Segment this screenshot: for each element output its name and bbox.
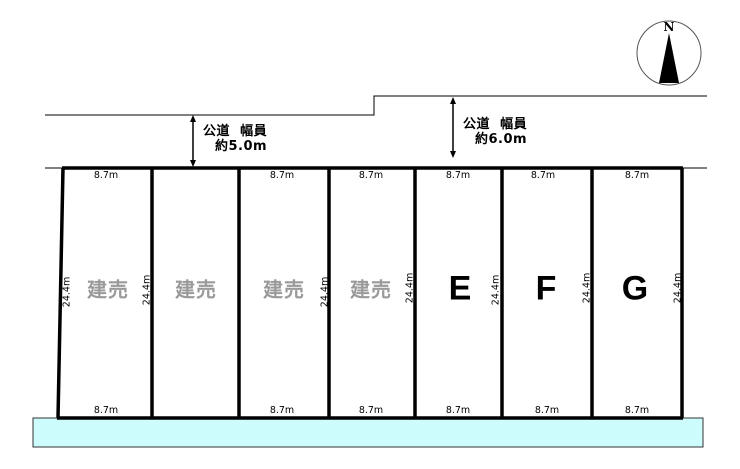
lot-4-label[interactable]: 建売 [350,277,392,302]
lot-3-label[interactable]: 建売 [263,277,305,302]
road-edge-north [45,95,707,116]
lot-4-depth: 24.4m [319,276,331,308]
lot-1-label[interactable]: 建売 [87,277,129,302]
lot-4-bottom-width: 8.7m [358,405,384,416]
lot-3-top-width: 8.7m [269,170,295,181]
road-width-arrow-right [450,97,456,158]
road-type: 公道 [203,124,231,139]
right-boundary-depth: 24.4m [672,272,684,304]
lot-g-label[interactable]: G [621,269,649,308]
road-width-arrow-left [190,115,196,167]
road-label-left: 公道 幅員 約5.0m [203,124,267,154]
road-width-term: 幅員 [500,117,528,132]
lot-f-bottom-width: 8.7m [534,405,560,416]
lot-g-bottom-width: 8.7m [624,405,650,416]
north-compass [636,20,702,86]
lot-1-top-width: 8.7m [93,170,119,181]
compass-north-label: N [663,20,675,34]
road-width-term: 幅員 [240,124,268,139]
lot-boundaries [56,166,684,420]
lot-3-bottom-width: 8.7m [269,405,295,416]
lot-1-depth: 24.4m [61,276,73,308]
lot-f-top-width: 8.7m [530,170,556,181]
lot-1-bottom-width: 8.7m [93,405,119,416]
lot-2-depth: 24.4m [141,274,153,306]
lot-2-label[interactable]: 建売 [175,277,217,302]
north-arrow-icon [659,33,679,83]
road-label-right: 公道 幅員 約6.0m [463,117,527,147]
lot-f-label[interactable]: F [535,269,557,308]
road-width-value: 約6.0m [475,132,528,147]
waterway-strip [32,417,704,448]
lot-e-top-width: 8.7m [445,170,471,181]
road-type: 公道 [463,117,491,132]
road-width-value: 約5.0m [215,139,268,154]
lot-f-depth: 24.4m [490,274,502,306]
lot-e-depth: 24.4m [404,272,416,304]
lot-4-top-width: 8.7m [358,170,384,181]
lot-e-bottom-width: 8.7m [445,405,471,416]
lot-g-depth: 24.4m [581,272,593,304]
lot-g-top-width: 8.7m [624,170,650,181]
lot-e-label[interactable]: E [448,269,472,308]
